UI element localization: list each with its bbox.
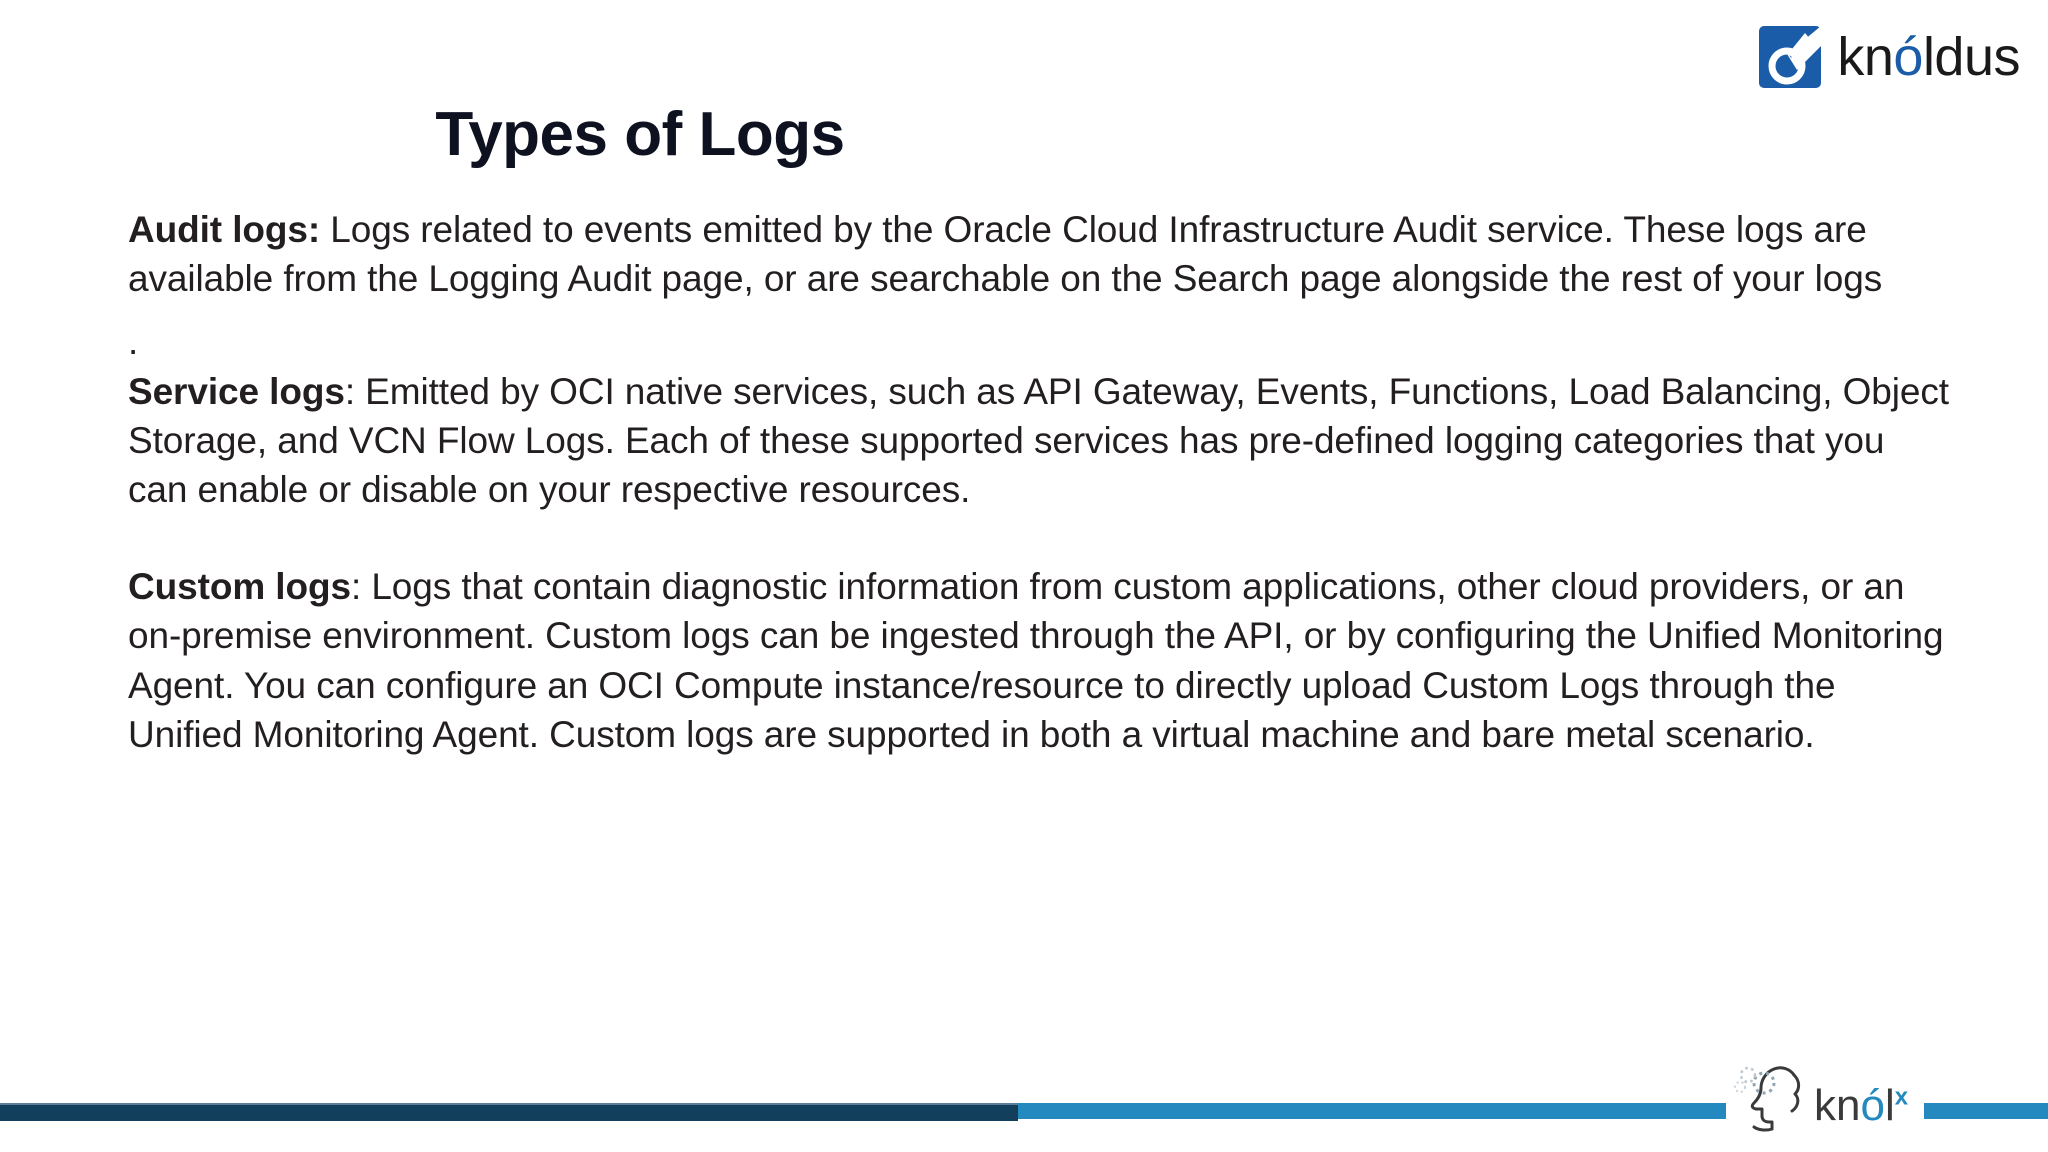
footer-text-accent: ó: [1860, 1081, 1885, 1130]
paragraph-audit-logs: Audit logs: Logs related to events emitt…: [128, 205, 1953, 303]
footer-bar-dark: [0, 1103, 1018, 1121]
paragraph-custom-logs-text: : Logs that contain diagnostic informati…: [128, 566, 1944, 755]
knoldus-mark-icon: [1757, 24, 1823, 90]
paragraph-service-logs-text: : Emitted by OCI native services, such a…: [128, 370, 1949, 511]
footer-text-superscript: x: [1894, 1083, 1909, 1111]
paragraph-audit-logs-label: Audit logs:: [128, 209, 321, 250]
brand-text-accent: ó: [1893, 27, 1923, 87]
knoldus-wordmark: knóldus: [1837, 30, 2020, 84]
paragraph-service-logs: Service logs: Emitted by OCI native serv…: [128, 367, 1953, 515]
paragraph-audit-logs-text: Logs related to events emitted by the Or…: [128, 209, 1883, 300]
paragraph-separator-dot: .: [128, 321, 139, 363]
knolx-footer-logo: knólx: [1726, 1048, 1924, 1152]
paragraph-custom-logs-label: Custom logs: [128, 566, 351, 608]
brand-text-part2: ldus: [1922, 27, 2021, 87]
paragraph-custom-logs: Custom logs: Logs that contain diagnosti…: [128, 562, 1953, 759]
knolx-head-profile-icon: [1732, 1061, 1810, 1140]
brand-text-part1: kn: [1837, 27, 1894, 87]
footer-text-part1: kn: [1814, 1081, 1861, 1130]
page-title: Types of Logs: [435, 99, 845, 169]
paragraph-service-logs-label: Service logs: [128, 370, 345, 412]
footer-text-part2: l: [1884, 1081, 1895, 1130]
knolx-wordmark: knólx: [1814, 1084, 1908, 1128]
knoldus-brand-logo: knóldus: [1757, 24, 2021, 90]
slide-body-content: Audit logs: Logs related to events emitt…: [128, 205, 1953, 759]
